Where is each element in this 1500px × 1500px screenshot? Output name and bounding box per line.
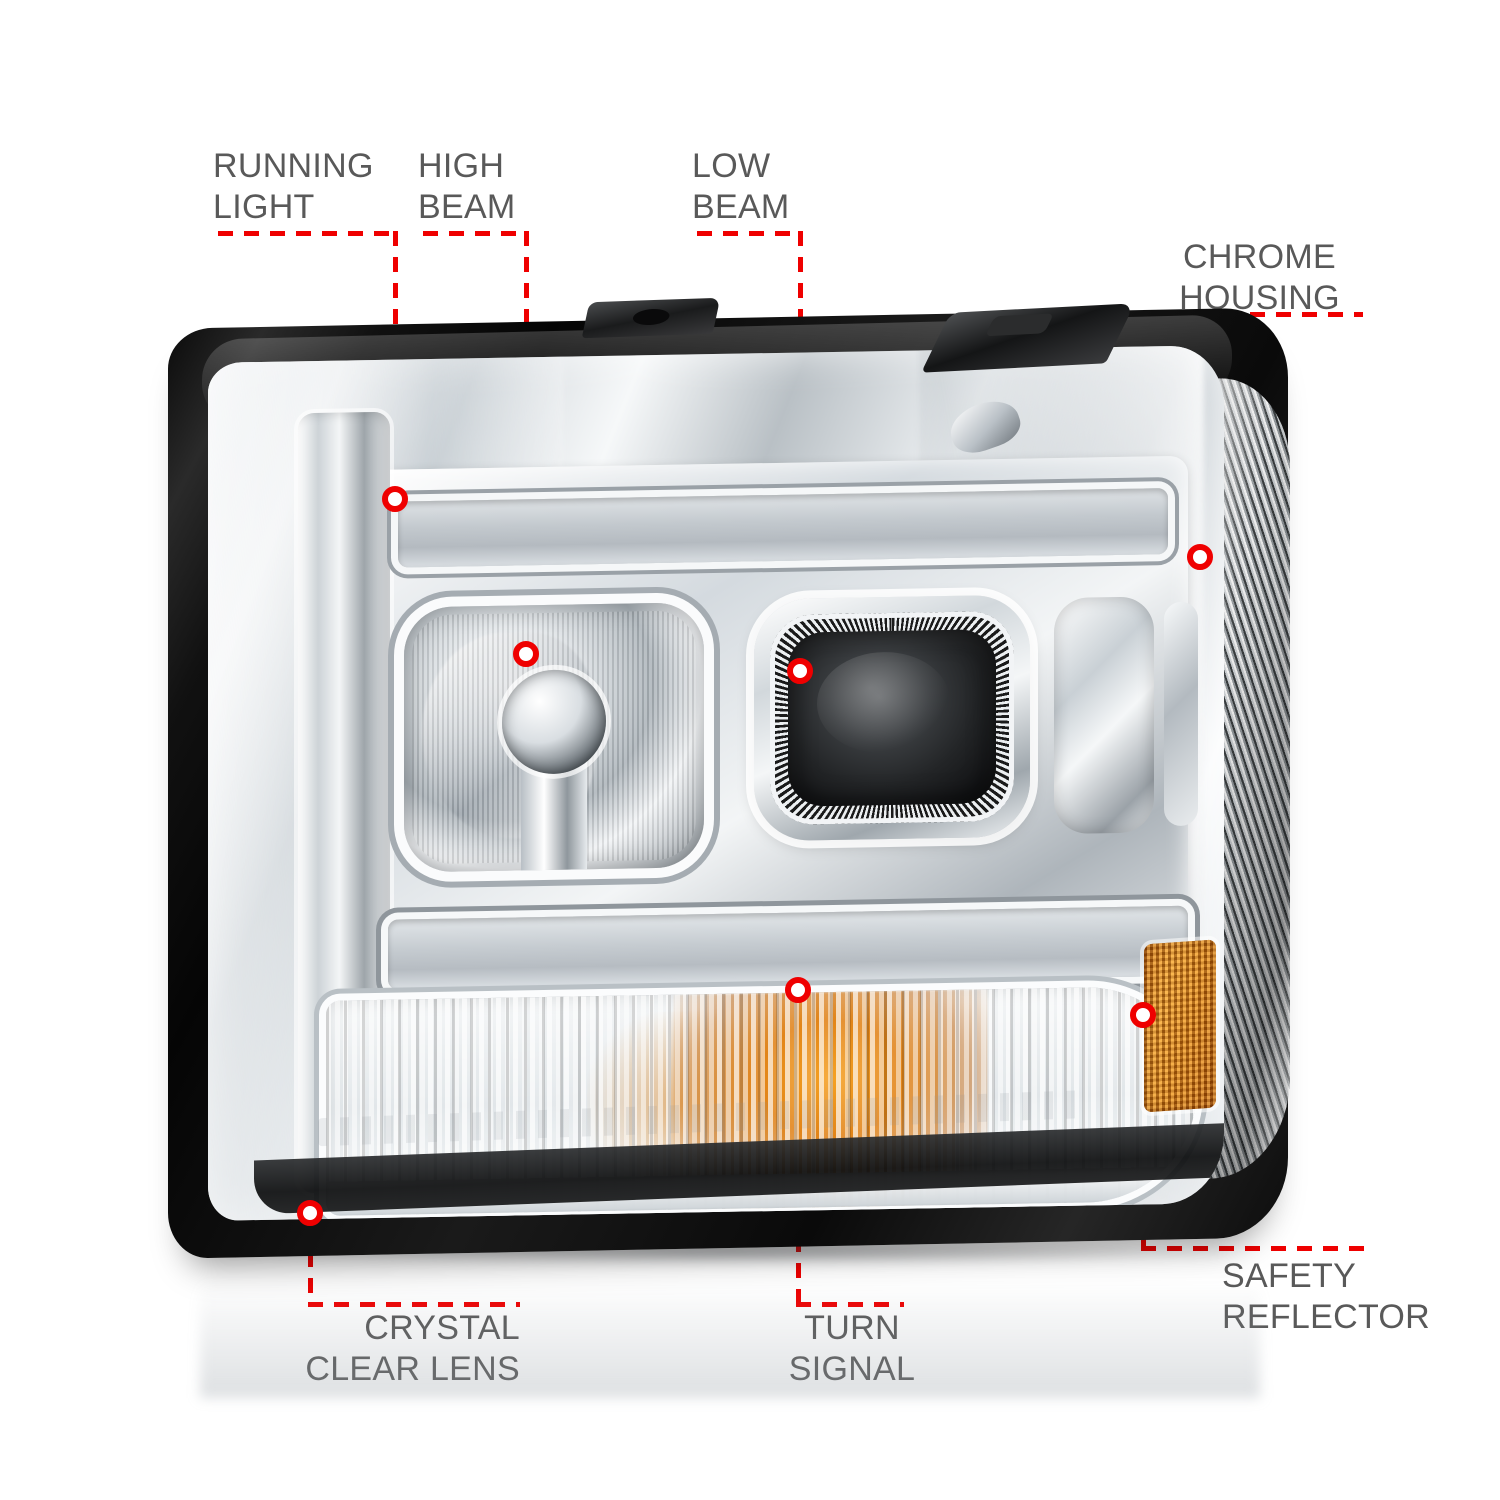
leader-high-beam-horizontal bbox=[423, 231, 529, 236]
headlight-assembly-image bbox=[168, 297, 1290, 1259]
marker-low-beam[interactable] bbox=[787, 658, 813, 684]
mounting-tab-right bbox=[921, 303, 1135, 373]
right-reflector-cell-outer bbox=[1164, 601, 1198, 827]
marker-chrome-housing[interactable] bbox=[1187, 544, 1213, 570]
marker-high-beam[interactable] bbox=[513, 641, 539, 667]
leader-safety-reflector-horizontal bbox=[1141, 1246, 1367, 1251]
high-beam-reflector bbox=[404, 602, 704, 873]
callout-label-safety-reflector: SAFETY REFLECTOR bbox=[1222, 1257, 1430, 1336]
leader-crystal-clear-lens-vertical bbox=[308, 1226, 313, 1306]
callout-label-crystal-clear-lens: CRYSTAL CLEAR LENS bbox=[255, 1308, 520, 1390]
low-beam-projector bbox=[754, 594, 1030, 842]
callout-label-high-beam: HIGH BEAM bbox=[418, 147, 516, 226]
lamp-reflection bbox=[200, 1248, 1260, 1398]
right-reflector-cell bbox=[1054, 596, 1154, 835]
projector-lens-glass bbox=[788, 629, 996, 807]
leader-running-light-horizontal bbox=[218, 231, 398, 236]
leader-chrome-housing-horizontal bbox=[1198, 312, 1363, 317]
callout-label-low-beam: LOW BEAM bbox=[692, 147, 790, 226]
crystal-clear-lens-surface bbox=[208, 345, 1224, 1221]
chrome-bulb-top-right bbox=[944, 393, 1026, 460]
leader-low-beam-horizontal bbox=[697, 231, 803, 236]
marker-running-light[interactable] bbox=[382, 486, 408, 512]
safety-reflector-chip bbox=[1144, 939, 1216, 1113]
running-light-bar-upper bbox=[398, 488, 1168, 568]
leader-crystal-clear-lens-horizontal bbox=[308, 1302, 520, 1307]
marker-crystal-clear-lens[interactable] bbox=[297, 1200, 323, 1226]
callout-label-chrome-housing: CHROME HOUSING bbox=[1179, 238, 1340, 317]
marker-safety-reflector[interactable] bbox=[1130, 1002, 1156, 1028]
callout-label-running-light: RUNNING LIGHT bbox=[213, 147, 374, 226]
leader-turn-signal-horizontal bbox=[796, 1302, 904, 1307]
mounting-tab-center bbox=[581, 297, 721, 339]
callout-label-turn-signal: TURN SIGNAL bbox=[762, 1308, 942, 1390]
marker-turn-signal[interactable] bbox=[785, 977, 811, 1003]
running-light-bar-lower bbox=[388, 905, 1188, 990]
